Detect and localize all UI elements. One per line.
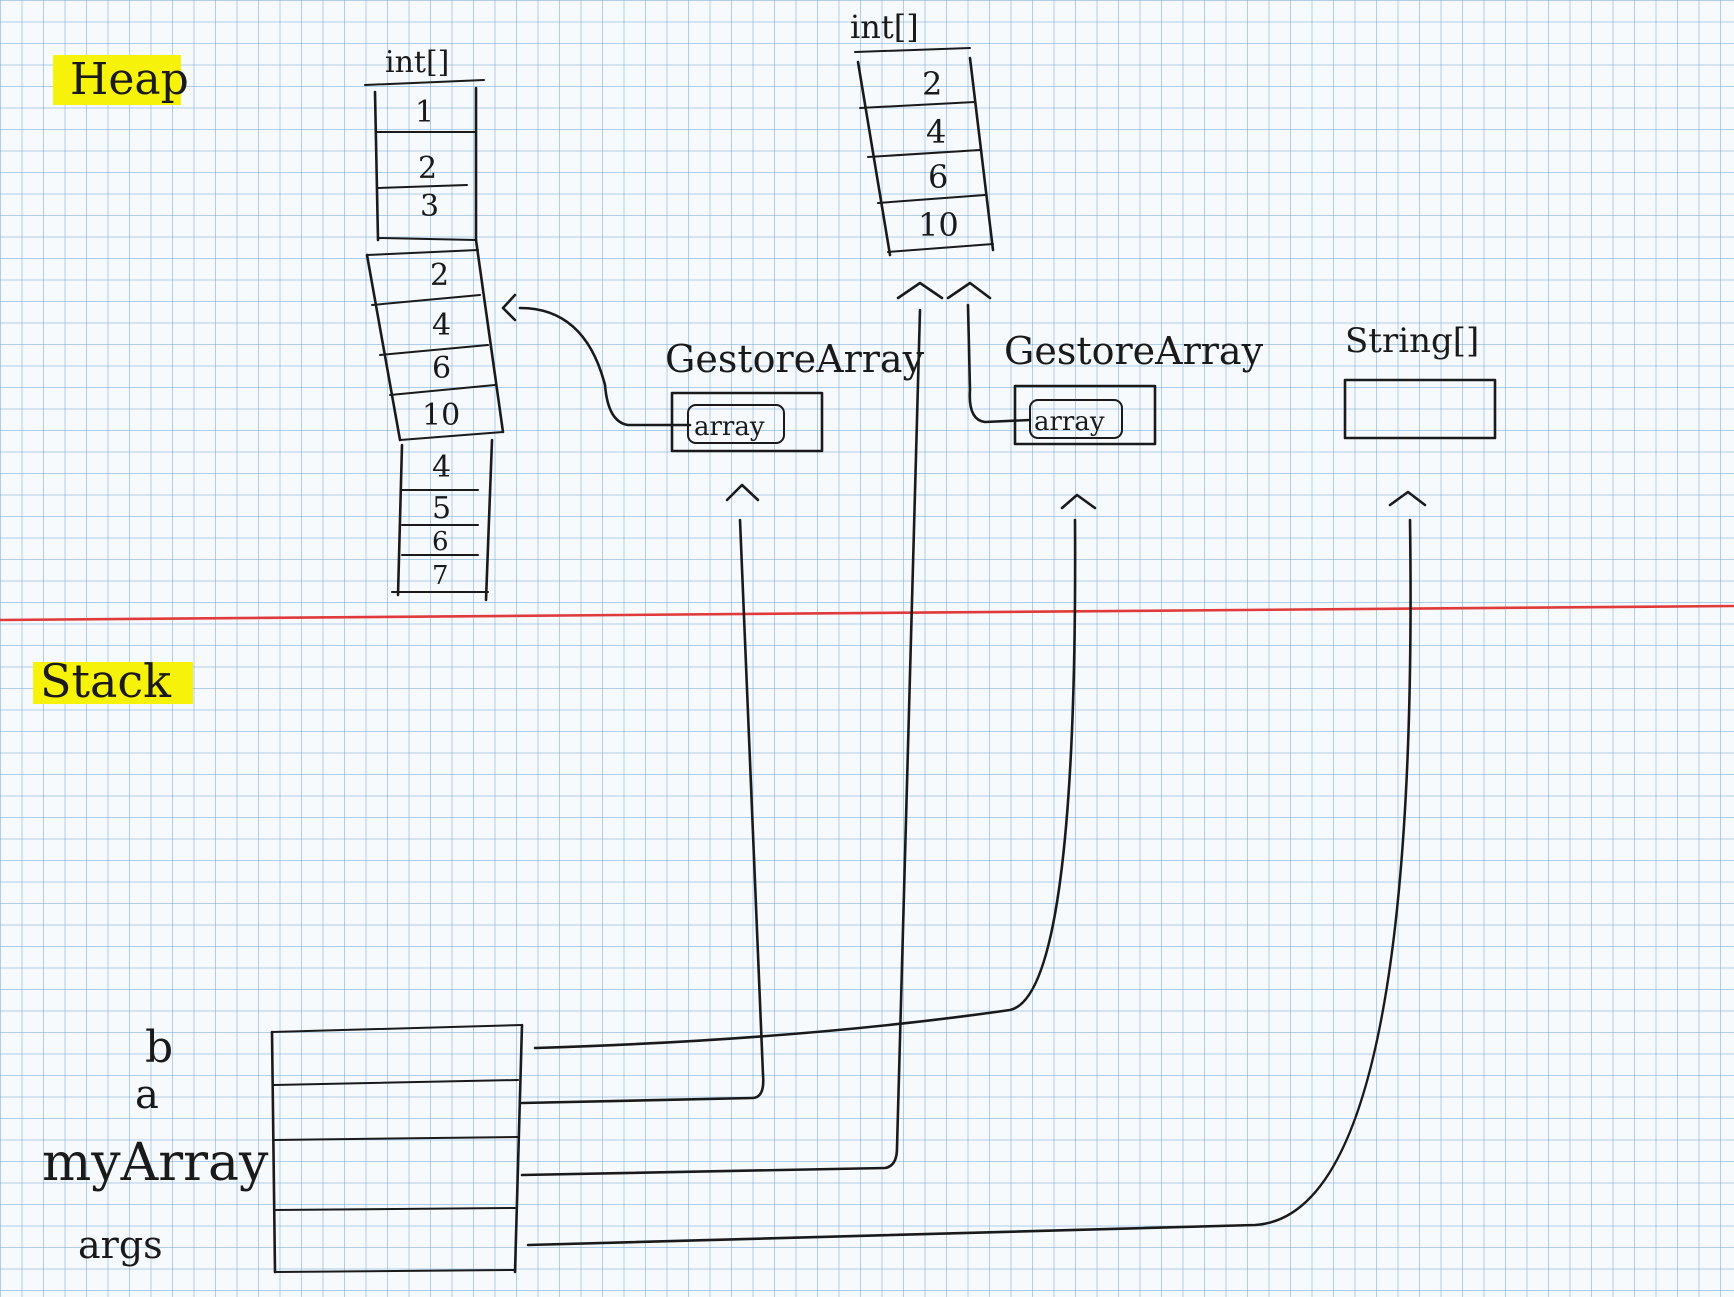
ref-gestore2-array-arrowhead <box>946 281 992 300</box>
left-int-array: int[] 1 2 3 2 4 6 10 <box>364 45 505 602</box>
stack-label: Stack <box>33 654 193 708</box>
heap-label: Heap <box>53 54 189 105</box>
left-block3-cell-3: 7 <box>432 561 449 591</box>
top-array-cell-1: 4 <box>926 113 946 151</box>
heap-stack-divider <box>0 604 1734 622</box>
ref-myarray <box>520 308 922 1177</box>
ref-b-arrowhead <box>1060 493 1097 510</box>
gestore-array-2-field: array <box>1034 407 1105 437</box>
ref-myarray-arrowhead <box>896 281 944 300</box>
left-block2-cell-3: 10 <box>422 398 460 433</box>
ref-args-arrowhead <box>1388 490 1427 507</box>
left-array-block-1: 1 2 3 <box>373 86 478 242</box>
string-array: String[] <box>1343 321 1497 440</box>
top-array-cell-0: 2 <box>922 65 942 103</box>
gestore-array-2-type: GestoreArray <box>1004 329 1264 373</box>
gestore-array-object-1: GestoreArray array <box>665 337 925 453</box>
top-array-cell-3: 10 <box>918 206 959 244</box>
ref-a <box>520 518 765 1105</box>
ref-gestore2-array <box>966 303 1032 424</box>
left-block1-cell-0: 1 <box>415 95 434 130</box>
stack-var-a: a <box>135 1072 159 1118</box>
left-block3-cell-1: 5 <box>432 491 451 526</box>
heap-label-text: Heap <box>70 54 189 105</box>
stack-var-args: args <box>78 1223 163 1267</box>
stack-var-b: b <box>145 1022 173 1073</box>
left-array-block-3: 4 5 6 7 <box>391 438 494 602</box>
ref-a-arrowhead <box>725 483 760 502</box>
left-block2-cell-1: 4 <box>432 308 451 343</box>
string-array-type: String[] <box>1345 321 1479 361</box>
ref-b <box>533 518 1077 1050</box>
stack-label-text: Stack <box>40 654 172 708</box>
ref-args <box>526 518 1412 1247</box>
left-block1-cell-1: 2 <box>418 151 437 186</box>
gestore-array-object-2: GestoreArray array <box>1004 329 1264 446</box>
top-array-cell-2: 6 <box>928 158 948 196</box>
left-block2-cell-0: 2 <box>430 258 449 293</box>
left-block3-cell-0: 4 <box>432 450 451 485</box>
left-block3-cell-2: 6 <box>432 527 449 557</box>
top-int-array-type: int[] <box>850 8 919 46</box>
ref-gestore1-array <box>518 306 692 427</box>
ref-gestore1-array-arrowhead <box>501 293 517 322</box>
left-array-block-2: 2 4 6 10 <box>365 238 505 442</box>
gestore-array-1-type: GestoreArray <box>665 337 925 381</box>
top-int-array: int[] 2 4 6 10 <box>850 8 995 257</box>
left-block1-cell-2: 3 <box>420 189 439 224</box>
left-block2-cell-2: 6 <box>432 351 451 386</box>
stack-frame: b a myArray args <box>42 1022 524 1274</box>
stack-var-myarray: myArray <box>42 1133 269 1193</box>
gestore-array-1-field: array <box>694 412 765 442</box>
left-int-array-type: int[] <box>385 45 449 80</box>
references <box>501 281 1427 1247</box>
